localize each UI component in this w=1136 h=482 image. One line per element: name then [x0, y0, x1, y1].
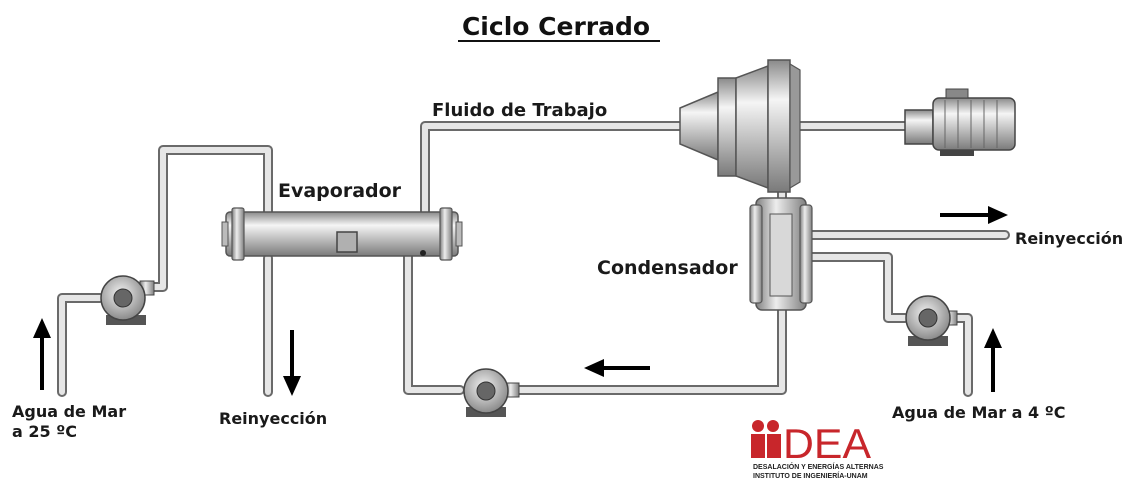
cold-seawater-label: Agua de Mar a 4 ºC — [892, 403, 1065, 422]
evaporator-label: Evaporador — [278, 180, 402, 202]
warm-seawater-label-line2: a 25 ºC — [12, 422, 77, 441]
condenser — [749, 197, 813, 311]
dea-logo: DEA DESALACIÓN Y ENERGÍAS ALTERNAS INSTI… — [751, 420, 884, 480]
working-fluid-label: Fluido de Trabajo — [432, 100, 607, 121]
condenser-label: Condensador — [597, 257, 738, 279]
arrow-up-cold-inlet — [984, 328, 1002, 392]
arrow-left-working-fluid — [584, 359, 650, 377]
pipe-network — [57, 121, 1010, 397]
evaporator — [221, 207, 463, 261]
reinjection-right-label: Reinyección — [1015, 229, 1123, 248]
dea-logo-line1: DESALACIÓN Y ENERGÍAS ALTERNAS — [753, 462, 884, 471]
dea-logo-mark — [751, 420, 781, 458]
arrow-up-warm-inlet — [33, 318, 51, 390]
pump-working-fluid — [463, 368, 520, 417]
diagram-title: Ciclo Cerrado — [462, 12, 650, 41]
reinjection-left-label: Reinyección — [219, 409, 327, 428]
arrow-down-reinjection — [283, 330, 301, 396]
dea-logo-line2: INSTITUTO DE INGENIERÍA-UNAM — [753, 471, 868, 480]
turbine — [679, 59, 801, 193]
warm-seawater-label-line1: Agua de Mar — [12, 402, 126, 421]
arrow-right-reinjection — [940, 206, 1008, 224]
generator-motor — [904, 88, 1016, 156]
pump-cold-water — [905, 295, 958, 346]
dea-logo-letters: DEA — [783, 420, 871, 467]
pump-warm-water — [100, 275, 155, 325]
